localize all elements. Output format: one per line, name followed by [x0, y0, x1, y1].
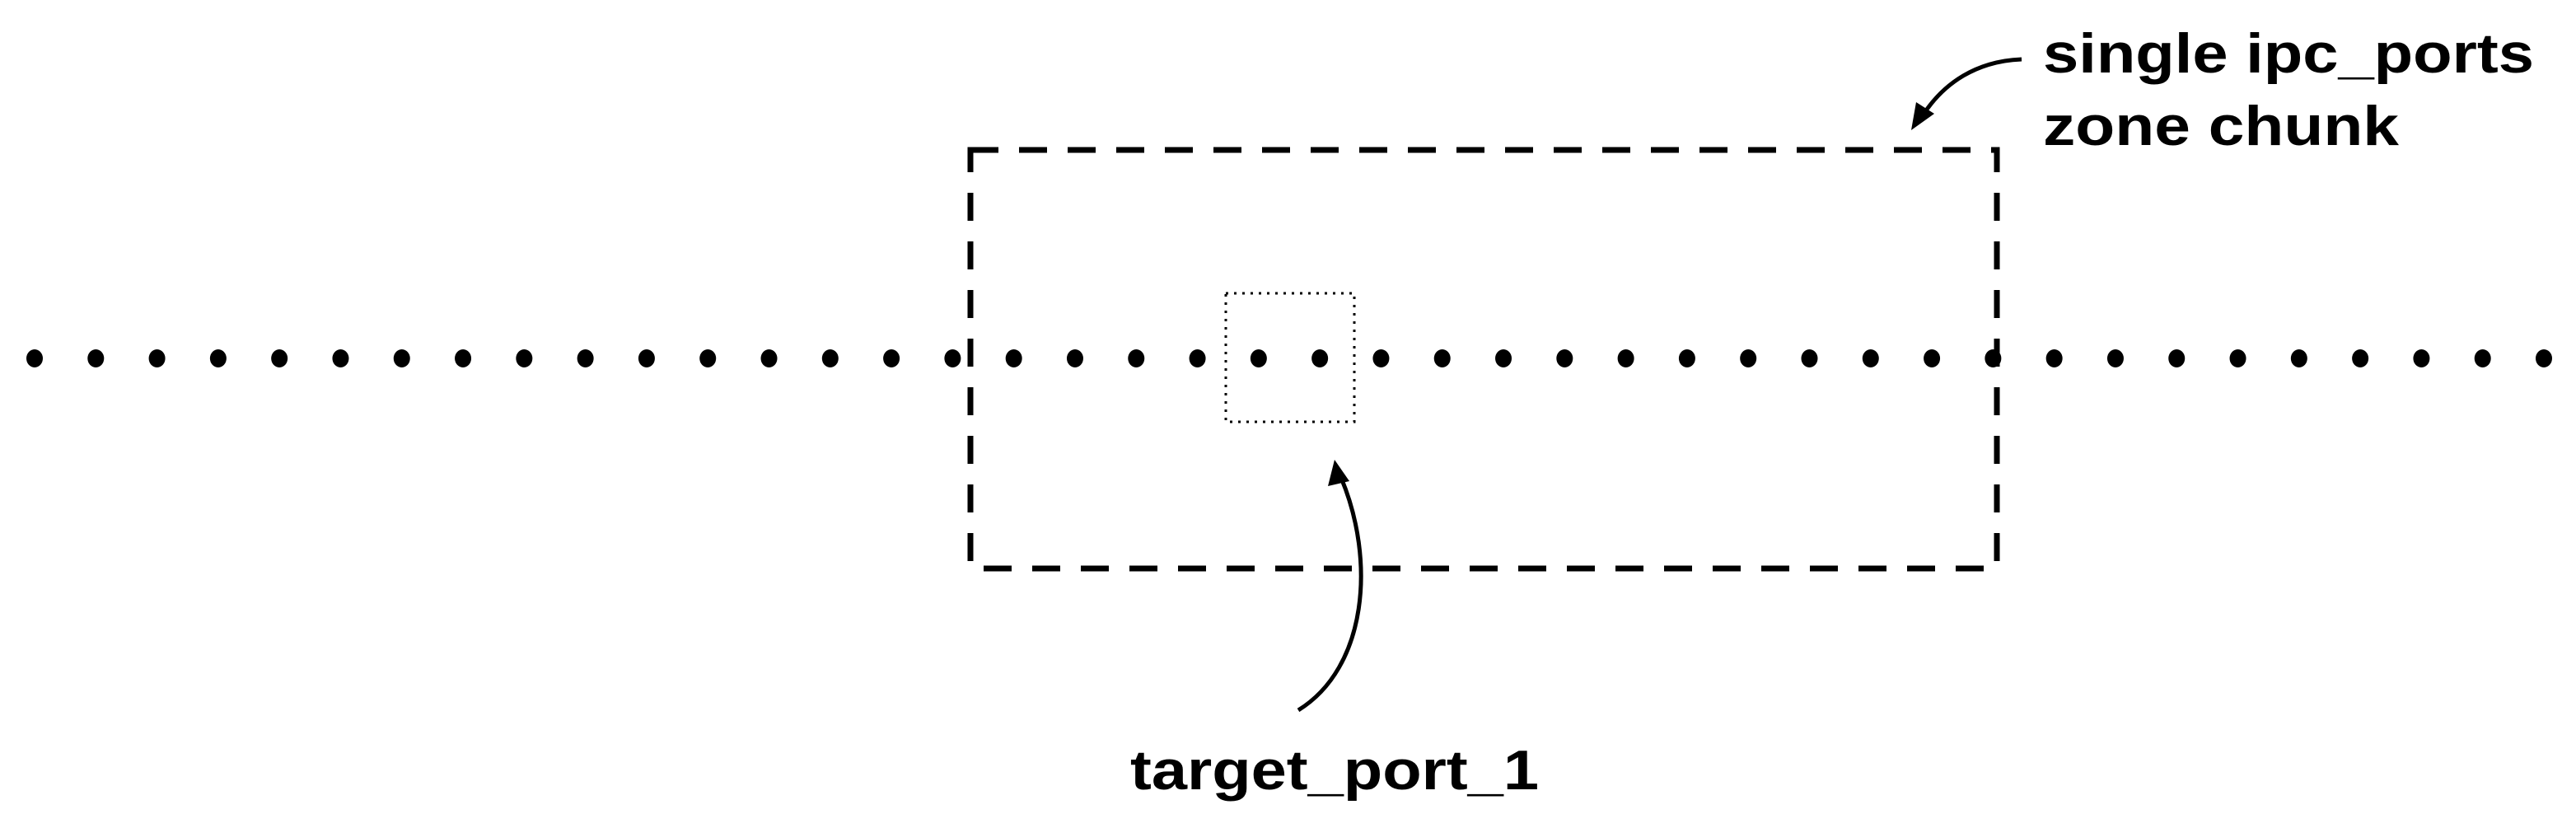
port-dot [1740, 349, 1757, 367]
port-dot [1189, 349, 1206, 367]
port-dot [944, 349, 961, 367]
target-port-dotted-box [1224, 292, 1356, 423]
port-dot [1128, 349, 1145, 367]
port-dot [699, 349, 717, 367]
port-dot [1066, 349, 1083, 367]
port-dot [2045, 349, 2063, 367]
port-dot [26, 349, 43, 367]
port-dot [1556, 349, 1573, 367]
port-dot [883, 349, 900, 367]
port-dot [1617, 349, 1634, 367]
port-dot [2106, 349, 2124, 367]
zone-chunk-dashed-box [967, 147, 2000, 572]
port-dot [760, 349, 778, 367]
port-dot [516, 349, 533, 367]
zone-chunk-label-line2: zone chunk [2043, 95, 2399, 157]
port-dot [393, 349, 410, 367]
target-port-arrow [1297, 477, 1363, 713]
port-dot [638, 349, 655, 367]
port-dot [1495, 349, 1512, 367]
port-dot [1433, 349, 1451, 367]
port-dot [2536, 349, 2552, 367]
port-dot [821, 349, 839, 367]
zone-chunk-arrow [1920, 57, 2022, 117]
port-dot [2168, 349, 2186, 367]
port-dot [2474, 349, 2491, 367]
port-dot [2290, 349, 2307, 367]
port-dot-row [26, 349, 2552, 367]
port-dot [2352, 349, 2369, 367]
port-dot [1862, 349, 1879, 367]
port-dot [2413, 349, 2430, 367]
port-dot [1250, 349, 1267, 367]
port-dot [332, 349, 349, 367]
port-dot [87, 349, 105, 367]
zone-chunk-arrowhead [1911, 102, 1934, 130]
port-dot [1005, 349, 1022, 367]
port-dot [2229, 349, 2246, 367]
target-port-label: target_port_1 [1130, 739, 1539, 802]
port-dot [455, 349, 472, 367]
port-dot [577, 349, 594, 367]
target-port-arrowhead [1328, 460, 1349, 486]
port-dot [1924, 349, 1941, 367]
port-dot [1678, 349, 1695, 367]
port-dot [271, 349, 288, 367]
port-dot [209, 349, 227, 367]
port-dot [1372, 349, 1390, 367]
port-dot [1311, 349, 1329, 367]
port-dot [148, 349, 166, 367]
zone-chunk-label-line1: single ipc_ports [2043, 22, 2534, 85]
port-dot [1801, 349, 1818, 367]
